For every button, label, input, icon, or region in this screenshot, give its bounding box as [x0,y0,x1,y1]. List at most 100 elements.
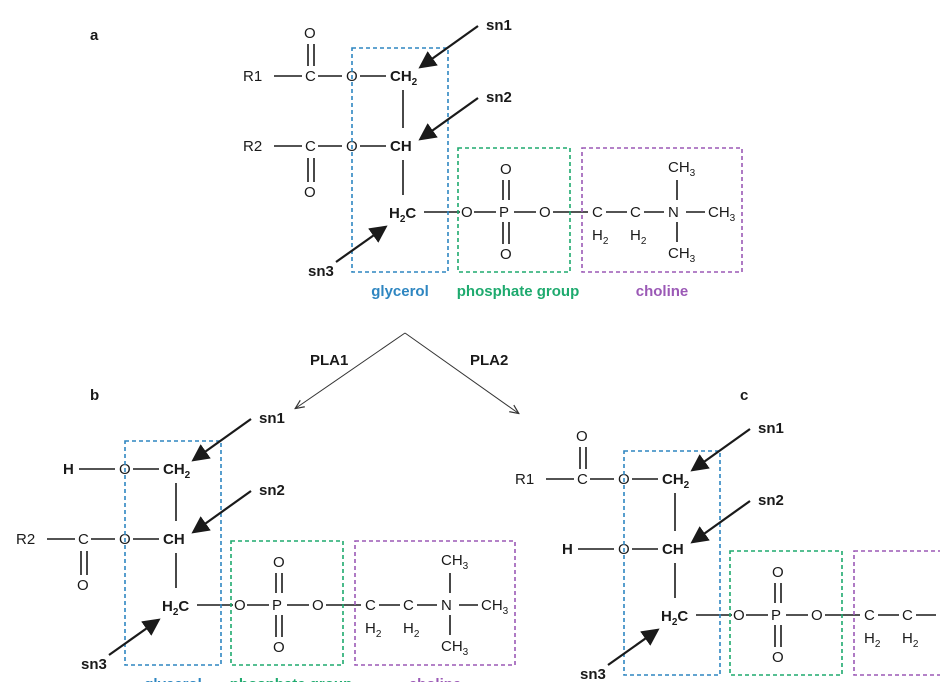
carbonyl-carbon-1: C [305,68,316,85]
phosphate-group-label: phosphate group [230,676,353,682]
panel-c-letter: c [740,387,748,404]
choline-box [581,147,743,273]
carbonyl-oxygen-2: O [304,184,316,201]
subscript-3: 3 [730,213,736,224]
phosphate-oxygen-left: O [234,597,246,614]
subscript-2: 2 [641,236,647,247]
ch-sn2: CH [390,138,412,155]
subscript-2: 2 [400,214,406,225]
choline-box [354,540,516,666]
pla2-arrow [404,332,518,413]
panel-c-product: c R1 C O O CH2 H O CH [515,387,940,682]
sn1-label: sn1 [486,17,512,34]
phosphate-group-label: phosphate group [457,283,580,300]
sn3-label: sn3 [81,656,107,673]
choline-box [853,550,940,676]
subscript-2: 2 [414,629,420,640]
phosphate-oxygen-left: O [461,204,473,221]
pla1-arrow [296,332,406,408]
pla1-label: PLA1 [310,352,348,369]
choline-h2-2: H2 [902,630,919,650]
phosphate-oxygen-right: O [811,607,823,624]
molecule-a: R1 C O O CH2 R2 C O O CH [243,17,743,300]
r1-substituent: H [63,461,74,478]
ch-sn2: CH [662,541,684,558]
sn2-label: sn2 [486,89,512,106]
subscript-3: 3 [463,647,469,658]
molecule-c: R1 C O O CH2 H O CH [515,420,940,682]
ch2-sn1: CH2 [390,68,418,88]
sn2-label: sn2 [758,492,784,509]
subscript-2: 2 [412,77,418,88]
phosphate-box [457,147,571,273]
h2c-sn3: H2C [661,608,688,628]
phosphate-oxygen-top: O [273,554,285,571]
subscript-3: 3 [503,606,509,617]
sn1-label: sn1 [259,410,285,427]
phosphate-oxygen-right: O [539,204,551,221]
phosphorus: P [499,204,509,221]
carbonyl-carbon-1: C [577,471,588,488]
subscript-2: 2 [672,617,678,628]
phosphate-oxygen-right: O [312,597,324,614]
carbonyl-carbon-2: C [78,531,89,548]
choline-h2-1: H2 [864,630,881,650]
subscript-2: 2 [603,236,609,247]
panel-b-letter: b [90,387,99,404]
phosphorus: P [771,607,781,624]
choline-carbon-2: C [630,204,641,221]
ch-sn2: CH [163,531,185,548]
choline-h2-1: H2 [592,227,609,247]
phosphate-oxygen-top: O [772,564,784,581]
subscript-2: 2 [173,607,179,618]
choline-label: choline [409,676,462,682]
subscript-2: 2 [913,639,919,650]
choline-carbon-2: C [403,597,414,614]
subscript-3: 3 [690,168,696,179]
choline-carbon-1: C [365,597,376,614]
methyl-bottom: CH3 [668,245,696,265]
h2c-sn3: H2C [162,598,189,618]
choline-carbon-1: C [864,607,875,624]
choline-nitrogen: N [441,597,452,614]
panel-a-letter: a [90,27,99,44]
ch2-sn1: CH2 [662,471,690,491]
sn1-label: sn1 [758,420,784,437]
molecule-b: H O CH2 R2 C O O CH [16,410,516,682]
glycerol-box [351,47,449,273]
subscript-2: 2 [185,470,191,481]
carbonyl-carbon-2: C [305,138,316,155]
subscript-3: 3 [690,254,696,265]
panel-b-product: b H O CH2 R2 C O O CH [16,387,516,682]
sn3-label: sn3 [580,666,606,682]
choline-carbon-1: C [592,204,603,221]
r2-substituent: R2 [16,531,35,548]
phosphate-box [729,550,843,676]
choline-nitrogen: N [668,204,679,221]
methyl-top: CH3 [441,552,469,572]
r1-substituent: R1 [515,471,534,488]
carbonyl-oxygen-2: O [77,577,89,594]
pla2-label: PLA2 [470,352,508,369]
ch2-sn1: CH2 [163,461,191,481]
h2c-sn3: H2C [389,205,416,225]
enzyme-split: PLA1 PLA2 [296,332,518,413]
glycerol-box [124,440,222,666]
methyl-right: CH3 [708,204,736,224]
choline-h2-1: H2 [365,620,382,640]
glycerol-label: glycerol [144,676,202,682]
r2-substituent: R2 [243,138,262,155]
subscript-2: 2 [875,639,881,650]
subscript-2: 2 [684,480,690,491]
choline-label: choline [636,283,689,300]
r1-substituent: R1 [243,68,262,85]
choline-carbon-2: C [902,607,913,624]
panel-a-phosphatidylcholine: a R1 C O O CH2 R2 C O O CH [90,17,743,300]
subscript-2: 2 [376,629,382,640]
phosphate-oxygen-left: O [733,607,745,624]
choline-h2-2: H2 [403,620,420,640]
methyl-right: CH3 [481,597,509,617]
phosphate-box [230,540,344,666]
choline-h2-2: H2 [630,227,647,247]
